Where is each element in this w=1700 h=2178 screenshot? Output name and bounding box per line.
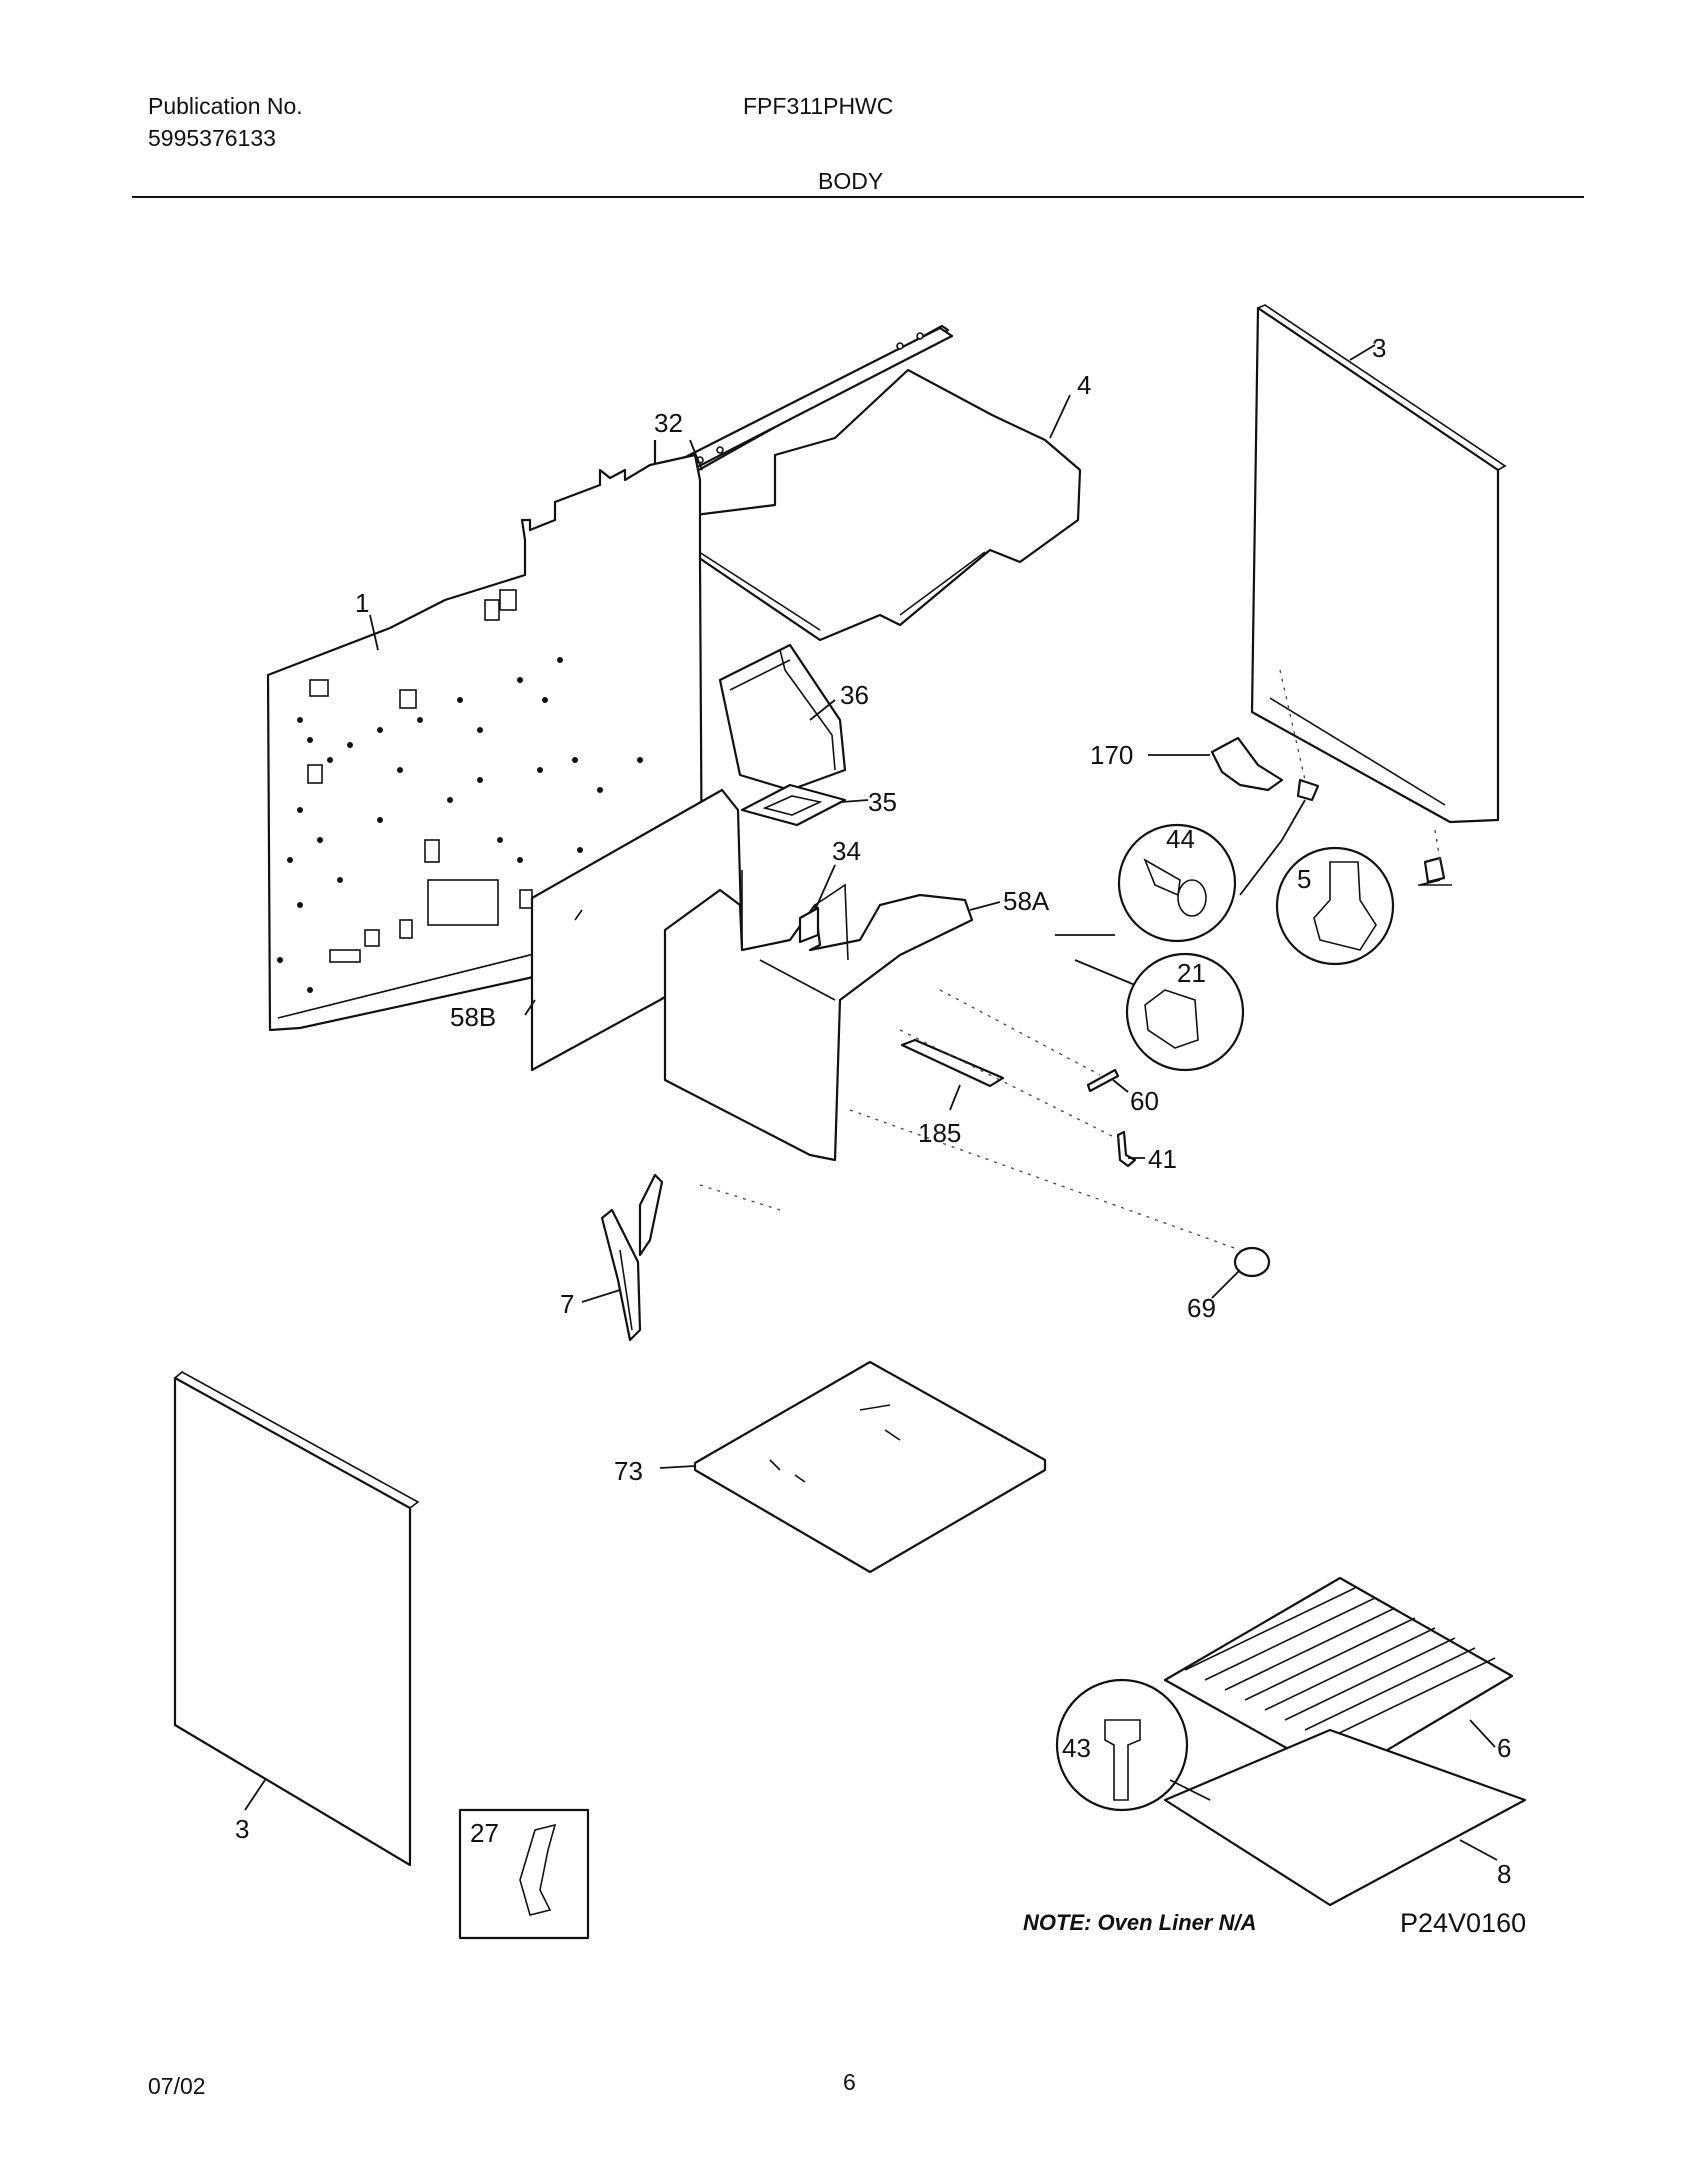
callout-185: 185 [918, 1118, 961, 1148]
callout-21: 21 [1177, 958, 1206, 988]
callout-5: 5 [1297, 864, 1311, 894]
alignment-lines [699, 669, 1441, 1251]
part-60-clip [1086, 1068, 1120, 1093]
publication-number: 5995376133 [148, 125, 276, 151]
part-73-oven-bottom [693, 1360, 1047, 1574]
part-8-oven-liner [1163, 1728, 1527, 1907]
part-41-hinge-clip [1116, 1130, 1137, 1168]
part-34-insulation [798, 906, 820, 944]
part-6-oven-rack [1163, 1576, 1514, 1780]
callout-60: 60 [1130, 1086, 1159, 1116]
callout-8: 8 [1497, 1859, 1511, 1889]
part-3-left-side-panel [173, 1371, 420, 1867]
callout-170: 170 [1090, 740, 1133, 770]
diagram-code: P24V0160 [1400, 1908, 1526, 1938]
part-35-gasket [740, 783, 847, 827]
part-170-bracket [1210, 736, 1320, 802]
leader-lines [244, 344, 1498, 1861]
section-title: BODY [818, 168, 884, 194]
part-27-inset-box [458, 1808, 590, 1940]
detail-21-circle [1125, 952, 1245, 1072]
callout-58A: 58A [1003, 886, 1050, 916]
callout-1: 1 [355, 588, 369, 618]
callout-36: 36 [840, 680, 869, 710]
detail-43-circle [1055, 1678, 1189, 1812]
callout-3-bottom: 3 [235, 1814, 249, 1844]
part-185-bracket [900, 1038, 1005, 1088]
callout-58B: 58B [450, 1002, 496, 1032]
oven-liner-note: NOTE: Oven Liner N/A [1023, 1910, 1256, 1935]
part-69-plug [1233, 1246, 1271, 1278]
callout-34: 34 [832, 836, 861, 866]
part-3-right-side-panel [1250, 304, 1507, 824]
callout-3-top: 3 [1372, 333, 1386, 363]
part-58A-front-frame [663, 870, 974, 1162]
model-number: FPF311PHWC [743, 93, 894, 119]
callout-69: 69 [1187, 1293, 1216, 1323]
footer-date: 07/02 [148, 2073, 206, 2099]
part-36-vent-duct [718, 643, 847, 792]
callout-35: 35 [868, 787, 897, 817]
callout-41: 41 [1148, 1144, 1177, 1174]
callout-44: 44 [1166, 824, 1195, 854]
callout-4: 4 [1077, 370, 1091, 400]
header-rule [132, 196, 1584, 198]
part-7-door-hinge [600, 1173, 664, 1342]
publication-label: Publication No. [148, 93, 303, 119]
callout-6: 6 [1497, 1733, 1511, 1763]
page-number: 6 [843, 2069, 856, 2095]
callout-32: 32 [654, 408, 683, 438]
detail-44-circle [1117, 823, 1237, 943]
detail-5-circle [1275, 846, 1395, 966]
callout-43: 43 [1062, 1733, 1091, 1763]
callout-7: 7 [560, 1289, 574, 1319]
callout-27: 27 [470, 1818, 499, 1848]
callout-73: 73 [614, 1456, 643, 1486]
